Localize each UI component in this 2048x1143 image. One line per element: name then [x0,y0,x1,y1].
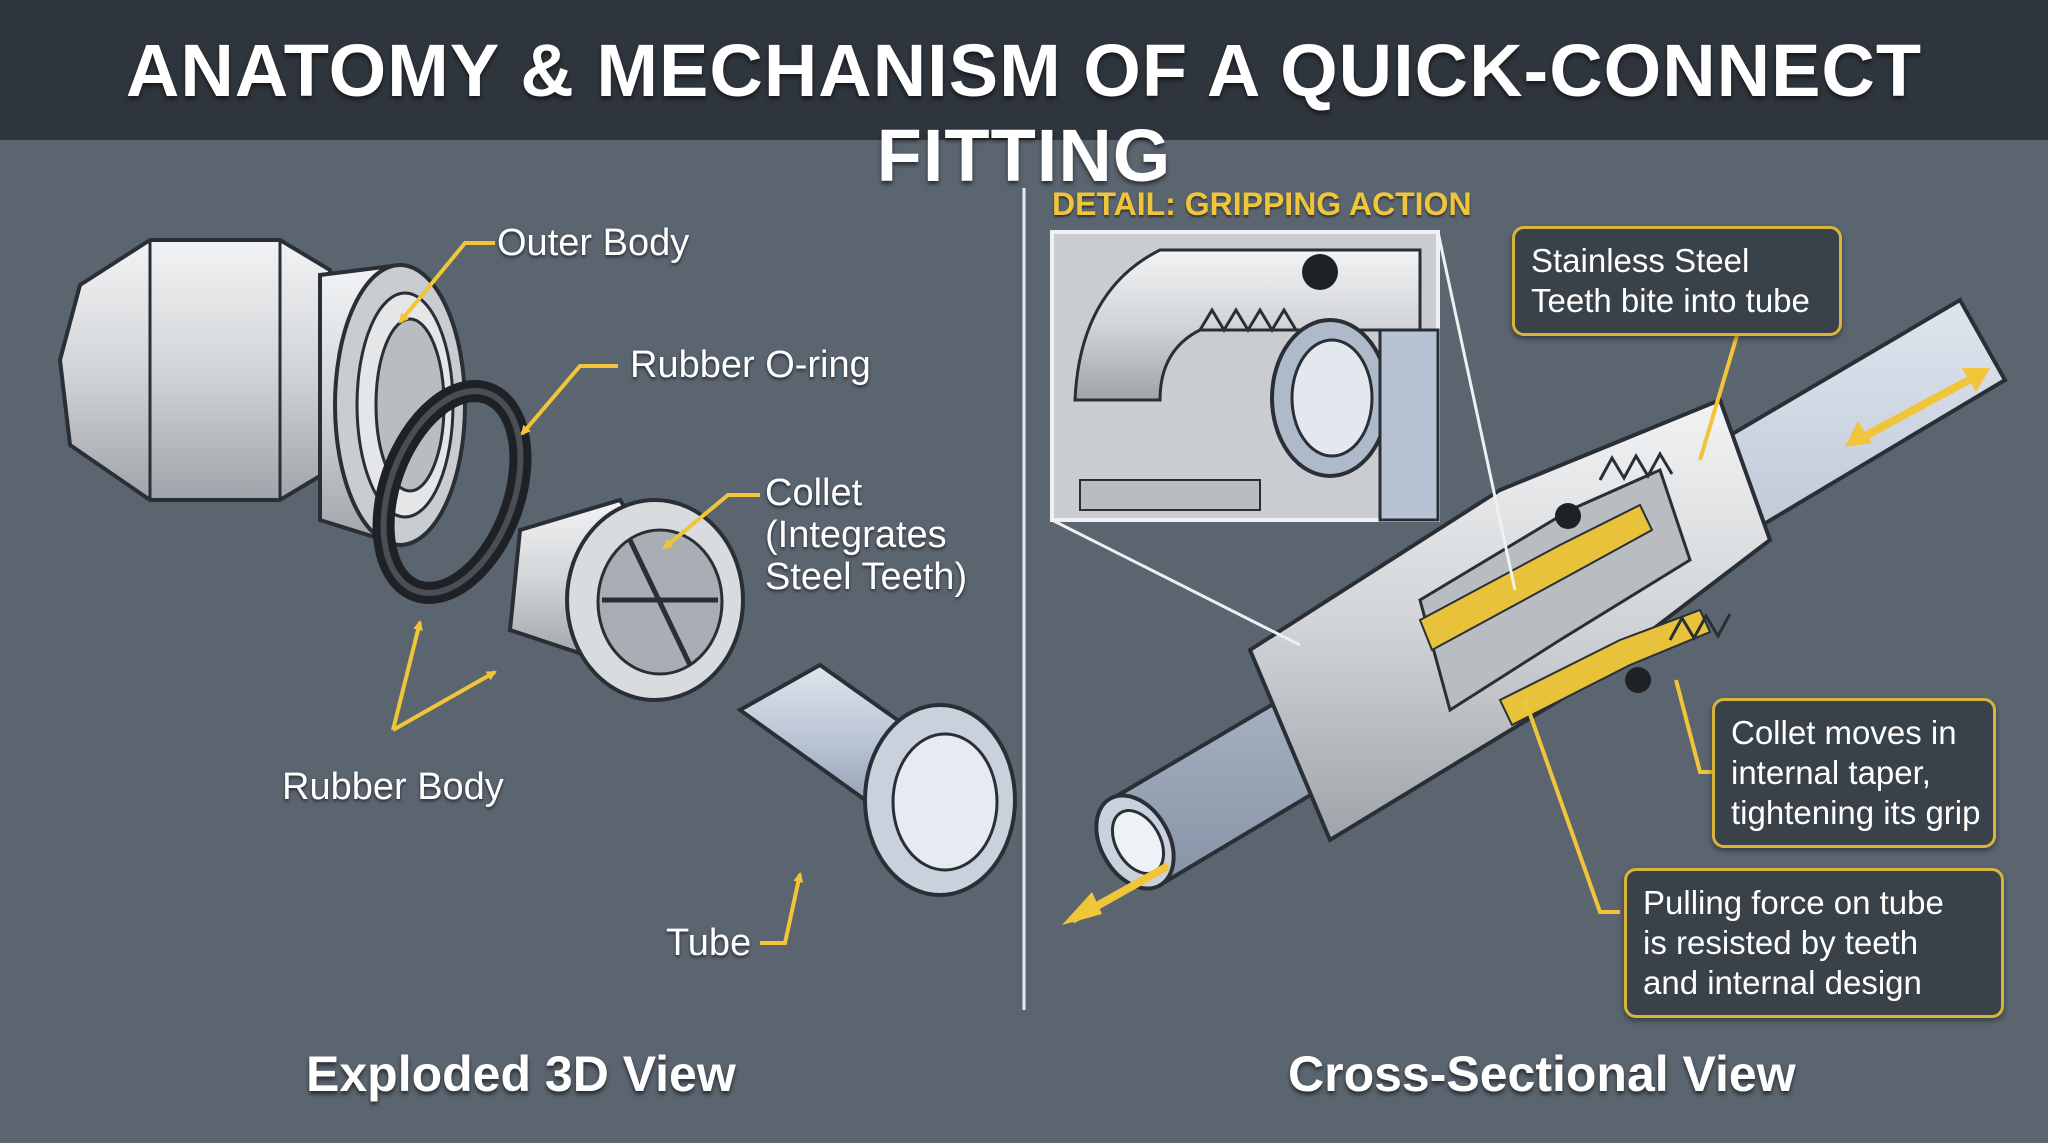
cross-section-leaders [1523,331,1740,914]
label-rubber-body: Rubber Body [282,766,504,808]
tube-part [736,662,1017,897]
label-o-ring: Rubber O-ring [630,344,871,386]
collet-part [507,497,745,702]
callout-pulling-line-2: is resisted by teeth [1643,924,1919,961]
o-ring-part [372,380,532,604]
callout-collet-line-3: tightening its grip [1731,794,1981,831]
label-collet-line-1: Collet [765,472,863,514]
label-collet-line-3: Steel Teeth) [765,556,968,598]
exploded-leaders [391,241,804,945]
title-bar [0,0,2048,140]
detail-inset [1050,230,1517,647]
label-collet-line-2: (Integrates [765,514,947,556]
label-collet: Collet (Integrates Steel Teeth) [765,472,967,598]
callout-teeth-line-1: Stainless Steel [1531,242,1750,279]
label-tube: Tube [666,922,752,964]
callout-teeth-line-2: Teeth bite into tube [1531,282,1810,319]
callout-pulling: Pulling force on tube is resisted by tee… [1624,868,2004,1018]
callout-teeth: Stainless Steel Teeth bite into tube [1512,226,1842,336]
motion-arrows [1062,368,1990,925]
callout-collet-line-2: internal taper, [1731,754,1931,791]
label-outer-body: Outer Body [497,222,690,264]
caption-exploded-view: Exploded 3D View [306,1046,736,1102]
detail-title: DETAIL: GRIPPING ACTION [1052,186,1472,222]
cross-section-fitting [1247,397,1773,843]
callout-collet: Collet moves in internal taper, tighteni… [1712,698,1996,848]
caption-cross-section-view: Cross-Sectional View [1288,1046,1796,1102]
callout-pulling-line-3: and internal design [1643,964,1922,1001]
outer-body-part [57,238,467,548]
callout-pulling-line-1: Pulling force on tube [1643,884,1944,921]
page-title: ANATOMY & MECHANISM OF A QUICK-CONNECT F… [125,29,1923,197]
callout-collet-line-1: Collet moves in [1731,714,1957,751]
